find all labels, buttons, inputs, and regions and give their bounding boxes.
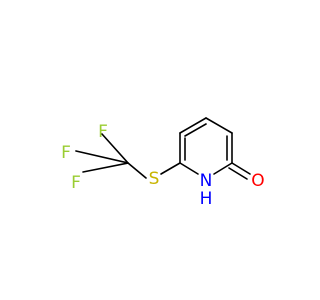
bond-c5-c4 — [179, 117, 207, 134]
structure-diagram: F F F S N H O — [61, 117, 265, 209]
atom-oxygen: O — [251, 171, 264, 191]
atom-hydrogen: H — [200, 189, 213, 209]
bond-c-f-left — [75, 150, 129, 164]
atoms: F F F S N H O — [61, 122, 265, 209]
atom-fluorine-left: F — [61, 143, 71, 163]
bonds — [75, 117, 251, 180]
atom-nitrogen: N — [200, 171, 213, 191]
bond-c2-o-b — [228, 167, 248, 180]
molecule-canvas: F F F S N H O — [61, 117, 265, 209]
atom-fluorine-bottom: F — [71, 173, 81, 193]
bond-n-c6 — [179, 162, 199, 175]
bond-c4-c3 — [205, 117, 233, 134]
bond-s-cf3 — [127, 162, 147, 179]
bond-c-f-bot — [82, 162, 129, 173]
bond-c2-n — [213, 162, 233, 175]
bond-c5-c4-inner — [184, 123, 207, 137]
bond-c6-s — [160, 162, 181, 175]
bond-c-f-top — [101, 133, 129, 164]
bond-c2-o-a — [231, 162, 251, 175]
atom-sulfur: S — [149, 169, 160, 189]
atom-fluorine-top: F — [98, 122, 108, 142]
